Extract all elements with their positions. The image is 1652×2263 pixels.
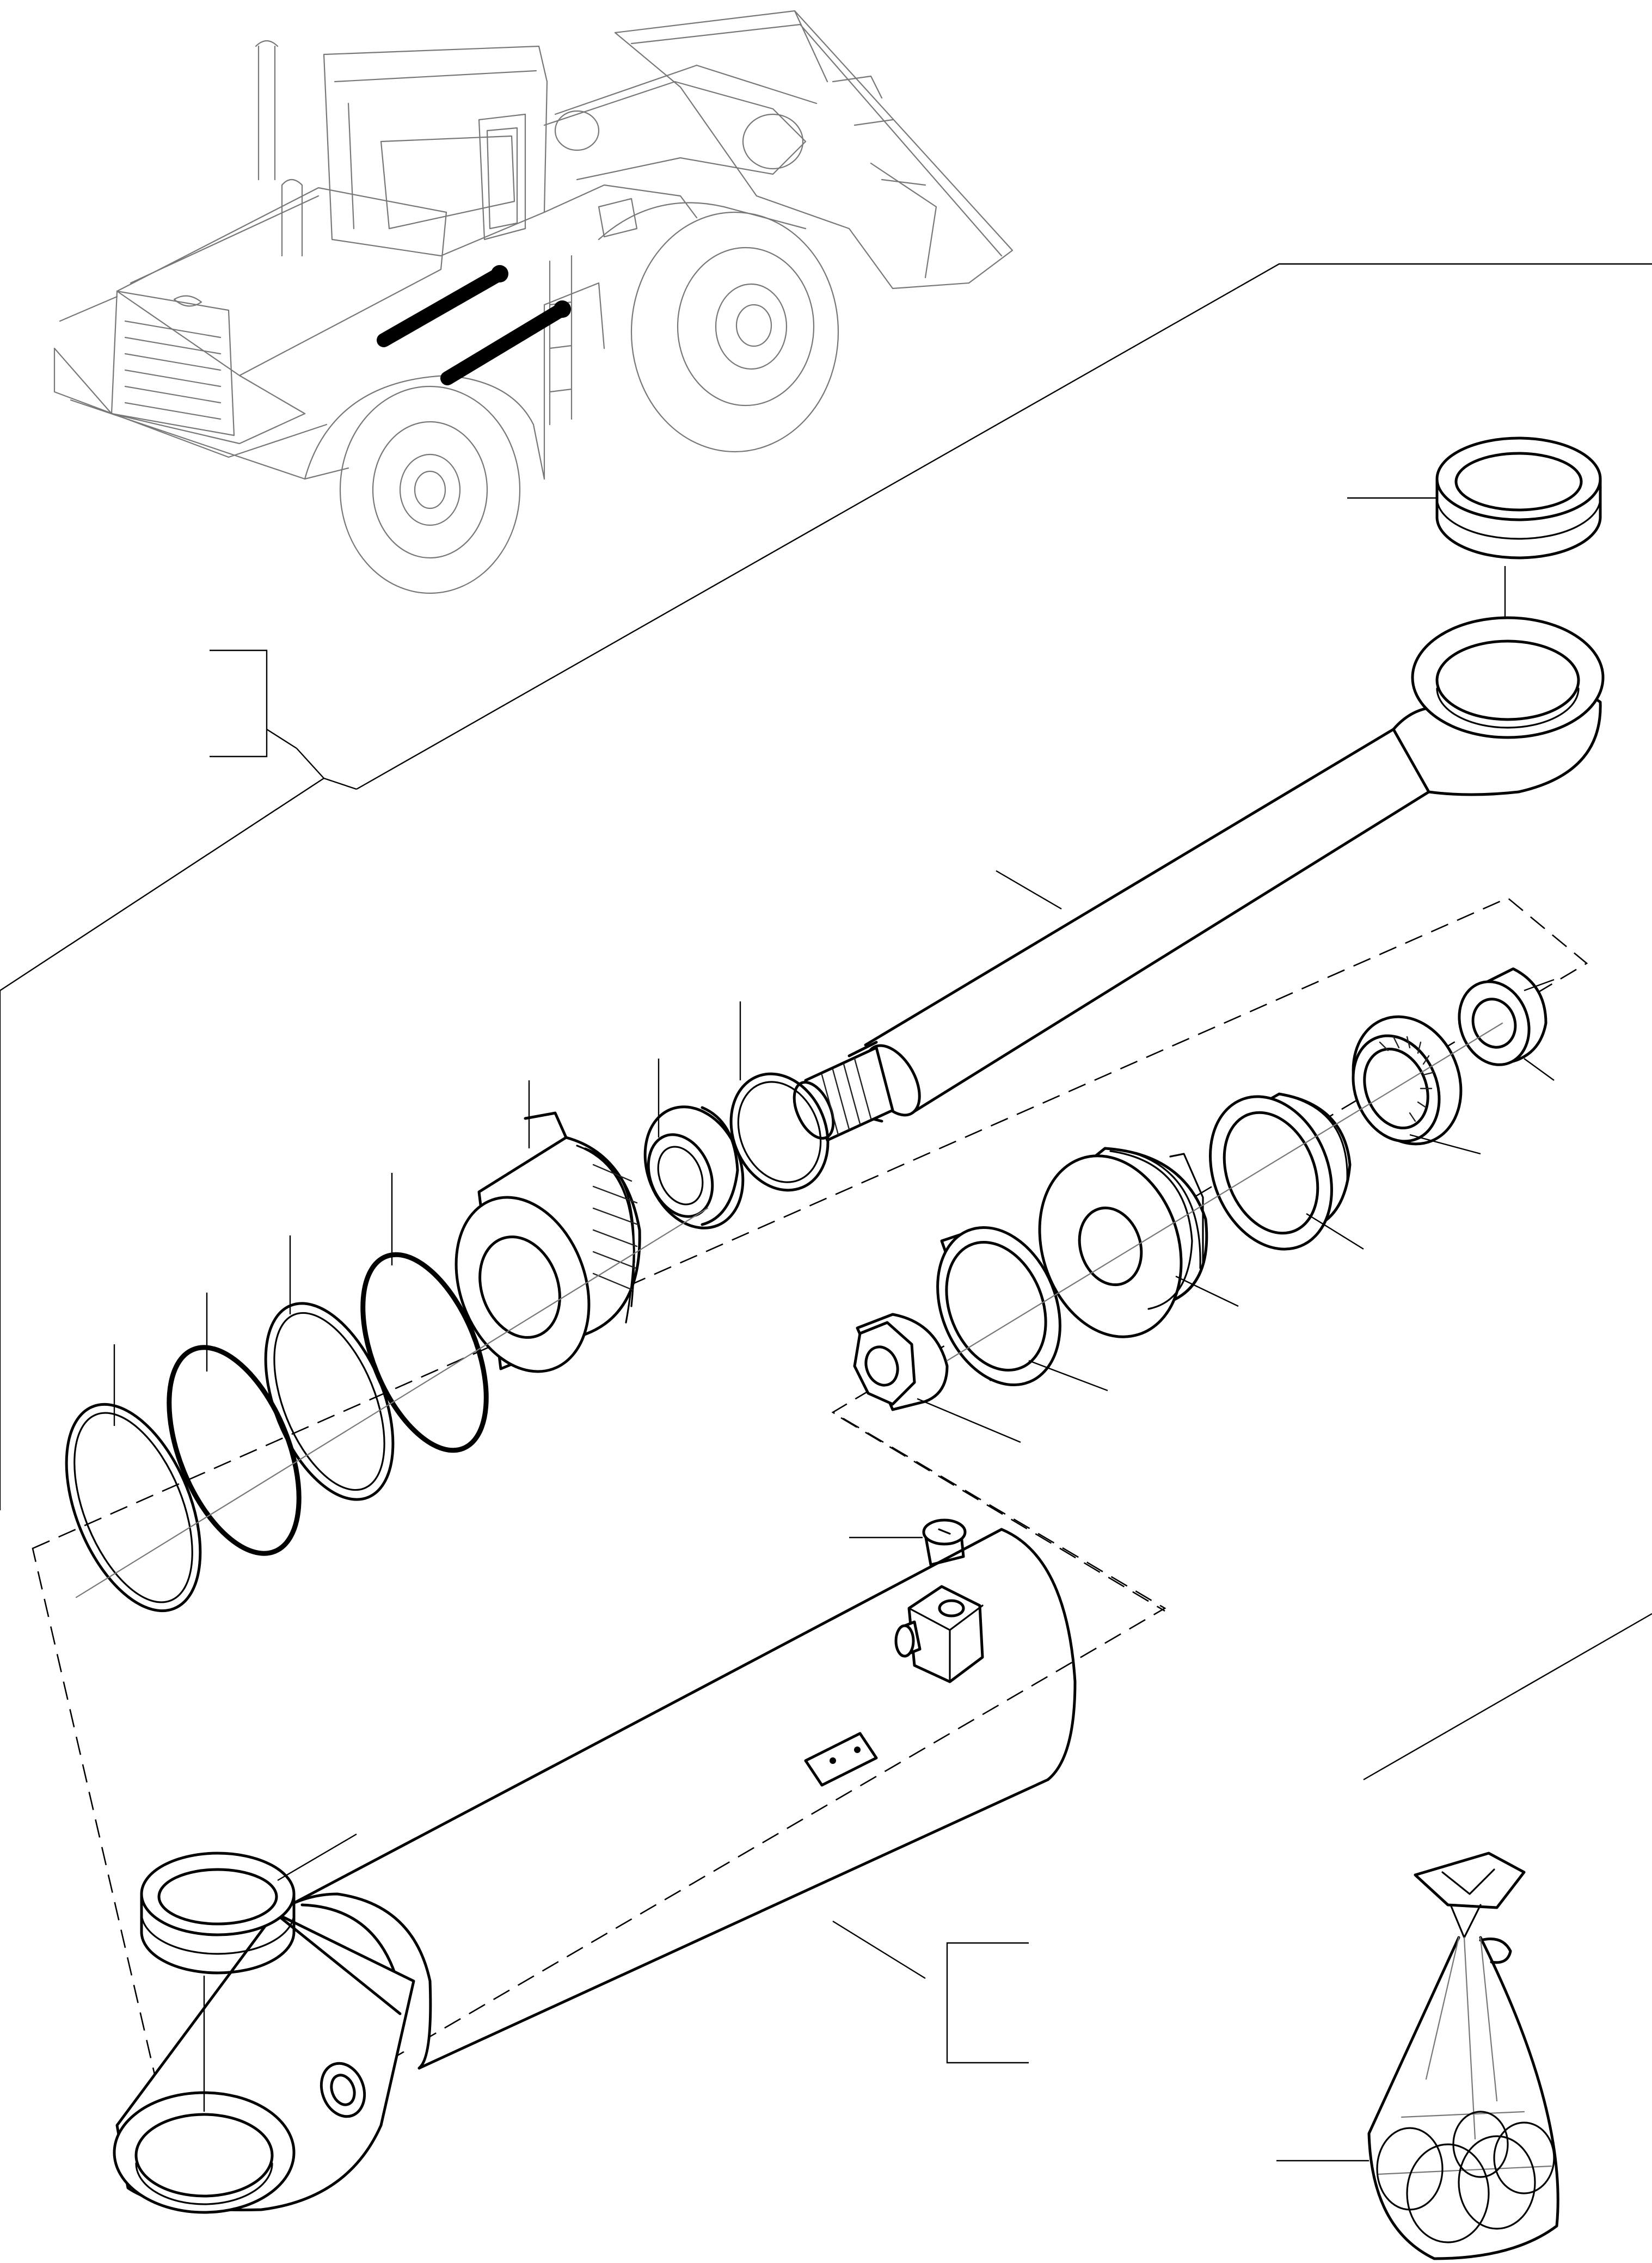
- piston-lock-nut: [853, 1313, 1021, 1443]
- highlighted-steering-cylinders: [377, 265, 571, 385]
- piston-wear-ring: [1209, 1092, 1364, 1251]
- spacer-collar: [1458, 967, 1555, 1081]
- bearing-ring: [1352, 1015, 1481, 1155]
- left-seal-group: [65, 1001, 830, 1613]
- piston: [1038, 1147, 1239, 1338]
- piston-rod: [793, 616, 1605, 1142]
- outer-back-up-ring: [65, 1344, 202, 1613]
- centerlines: [75, 1022, 1503, 1598]
- rod-wiper-seal: [643, 1059, 745, 1229]
- base-eye-bushing: [140, 1833, 357, 2112]
- grouping-frame-lines: [0, 263, 1652, 1781]
- port-boundary: [840, 1417, 1165, 1612]
- back-up-ring: [264, 1235, 395, 1501]
- cylinder-tube: [113, 1528, 1077, 2214]
- cylinder-head-gland: [455, 1080, 641, 1373]
- seal-kit-bag: [1276, 1852, 1559, 2260]
- rod-eye-bushing: [1347, 436, 1602, 705]
- wheel-loader-illustration: [53, 10, 1014, 594]
- piston-group: [853, 967, 1555, 1443]
- o-ring-medium: [167, 1293, 302, 1556]
- piston-band-ring: [936, 1226, 1108, 1392]
